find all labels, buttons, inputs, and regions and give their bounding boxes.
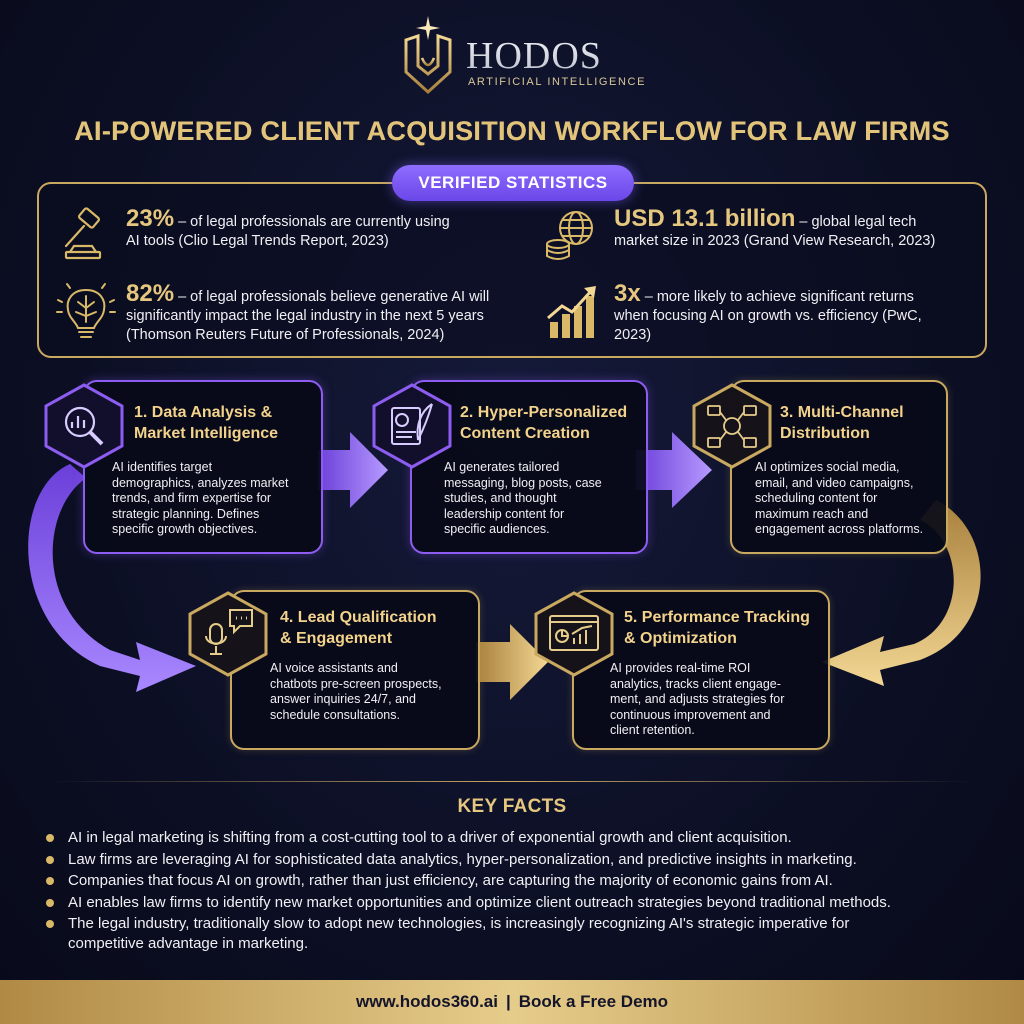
step-desc: leadership content for bbox=[444, 506, 565, 521]
step-title: 4. Lead Qualification bbox=[280, 609, 437, 626]
brain-bulb-icon bbox=[56, 283, 116, 338]
workflow-step-2 bbox=[410, 380, 648, 554]
step-desc: AI generates tailored bbox=[444, 460, 560, 474]
stat-text: – of legal professionals are currently u… bbox=[174, 214, 450, 230]
arrow-step1-to-step2 bbox=[318, 432, 388, 508]
stat-text: – of legal professionals believe generat… bbox=[174, 289, 490, 305]
step-desc: chatbots pre-screen prospects, bbox=[270, 676, 442, 691]
step-desc: client retention. bbox=[610, 723, 695, 737]
workflow-arrows bbox=[28, 432, 981, 700]
stat-value: 3x bbox=[614, 280, 641, 307]
step-desc: answer inquiries 24/7, and bbox=[270, 692, 416, 706]
step-desc: demographics, analyzes market bbox=[112, 475, 289, 490]
step-desc: trends, and firm expertise for bbox=[112, 491, 272, 505]
step-desc: specific audiences. bbox=[444, 522, 550, 536]
bullet-icon bbox=[46, 855, 54, 864]
step-title: 2. Hyper-Personalized bbox=[460, 404, 628, 421]
step-desc: studies, and thought bbox=[444, 491, 557, 505]
step-title: & Optimization bbox=[624, 630, 737, 647]
step-desc: messaging, blog posts, case bbox=[444, 475, 602, 490]
stat-text: market size in 2023 (Grand View Research… bbox=[614, 233, 936, 249]
step-desc: analytics, tracks client engage- bbox=[610, 676, 781, 691]
step-title: 3. Multi-Channel bbox=[780, 404, 904, 421]
dashboard-chart-icon bbox=[534, 591, 614, 677]
book-demo-link[interactable]: Book a Free Demo bbox=[518, 992, 669, 1011]
arrow-step4-to-step5 bbox=[476, 624, 548, 700]
channels-network-icon bbox=[692, 383, 772, 469]
step-desc: ment, and adjusts strategies for bbox=[610, 692, 785, 706]
list-item: Companies that focus AI on growth, rathe… bbox=[44, 871, 994, 891]
step-desc: AI provides real-time ROI bbox=[610, 661, 751, 675]
arrow-step1-to-step4 bbox=[28, 464, 197, 692]
stat-text: – global legal tech bbox=[795, 214, 917, 230]
step-desc: strategic planning. Defines bbox=[112, 506, 260, 521]
growth-chart-icon bbox=[547, 286, 596, 338]
arrow-step3-to-step5 bbox=[822, 500, 981, 686]
key-facts-list: AI in legal marketing is shifting from a… bbox=[44, 828, 994, 953]
gavel-icon bbox=[64, 207, 102, 260]
step-desc: engagement across platforms. bbox=[755, 522, 924, 536]
step-desc: continuous improvement and bbox=[610, 707, 771, 722]
step-desc: AI voice assistants and bbox=[270, 661, 398, 675]
stat-text: AI tools (Clio Legal Trends Report, 2023… bbox=[126, 233, 389, 249]
list-item: AI enables law firms to identify new mar… bbox=[44, 893, 994, 913]
content-quill-icon bbox=[372, 383, 452, 469]
hodos-logo-icon bbox=[404, 16, 452, 95]
step-desc: maximum reach and bbox=[755, 506, 869, 521]
stat-value: 82% bbox=[126, 280, 175, 307]
footer-bar: www.hodos360.ai | Book a Free Demo bbox=[0, 980, 1024, 1024]
list-item: The legal industry, traditionally slow t… bbox=[44, 914, 994, 953]
step-title: Distribution bbox=[780, 425, 870, 442]
step-desc: email, and video campaigns, bbox=[755, 475, 914, 490]
step-title: 5. Performance Tracking bbox=[624, 609, 810, 626]
step-title: Content Creation bbox=[460, 425, 590, 442]
stat-value: USD 13.1 billion bbox=[614, 205, 796, 232]
list-item: Law firms are leveraging AI for sophisti… bbox=[44, 850, 994, 870]
stat-text: 2023) bbox=[614, 327, 652, 343]
page-title: AI-POWERED CLIENT ACQUISITION WORKFLOW F… bbox=[0, 116, 1024, 147]
stats-panel bbox=[37, 182, 987, 358]
bullet-icon bbox=[46, 834, 54, 842]
globe-coins-icon bbox=[546, 211, 593, 260]
step-title: Market Intelligence bbox=[134, 425, 279, 442]
stat-value: 23% bbox=[126, 205, 175, 232]
step-desc: AI optimizes social media, bbox=[755, 460, 900, 474]
stat-text: when focusing AI on growth vs. efficienc… bbox=[614, 308, 922, 324]
step-desc: schedule consultations. bbox=[270, 707, 400, 722]
microphone-chat-icon bbox=[188, 591, 268, 677]
bullet-icon bbox=[46, 877, 54, 885]
workflow-step-1 bbox=[83, 380, 323, 554]
step-title: 1. Data Analysis & bbox=[134, 404, 273, 421]
step-desc: AI identifies target bbox=[112, 460, 213, 474]
brand-name: HODOS bbox=[466, 35, 602, 77]
stats-pill: VERIFIED STATISTICS bbox=[392, 165, 634, 201]
data-magnifier-icon bbox=[44, 383, 124, 469]
brand-tagline: ARTIFICIAL INTELLIGENCE bbox=[468, 76, 647, 88]
step-desc: specific growth objectives. bbox=[112, 522, 258, 536]
stat-text: – more likely to achieve significant ret… bbox=[640, 289, 914, 305]
stat-text: significantly impact the legal industry … bbox=[126, 308, 484, 324]
bullet-icon bbox=[46, 920, 54, 928]
stat-text: (Thomson Reuters Future of Professionals… bbox=[126, 327, 445, 343]
list-item: AI in legal marketing is shifting from a… bbox=[44, 828, 994, 848]
step-title: & Engagement bbox=[280, 630, 393, 647]
workflow-step-4 bbox=[230, 590, 480, 750]
bullet-icon bbox=[46, 898, 54, 907]
key-facts-title: KEY FACTS bbox=[457, 796, 567, 817]
footer-separator: | bbox=[506, 992, 511, 1011]
step-desc: scheduling content for bbox=[755, 491, 878, 505]
arrow-step2-to-step3 bbox=[636, 432, 712, 508]
section-divider bbox=[50, 781, 974, 782]
website-link[interactable]: www.hodos360.ai bbox=[355, 992, 498, 1011]
